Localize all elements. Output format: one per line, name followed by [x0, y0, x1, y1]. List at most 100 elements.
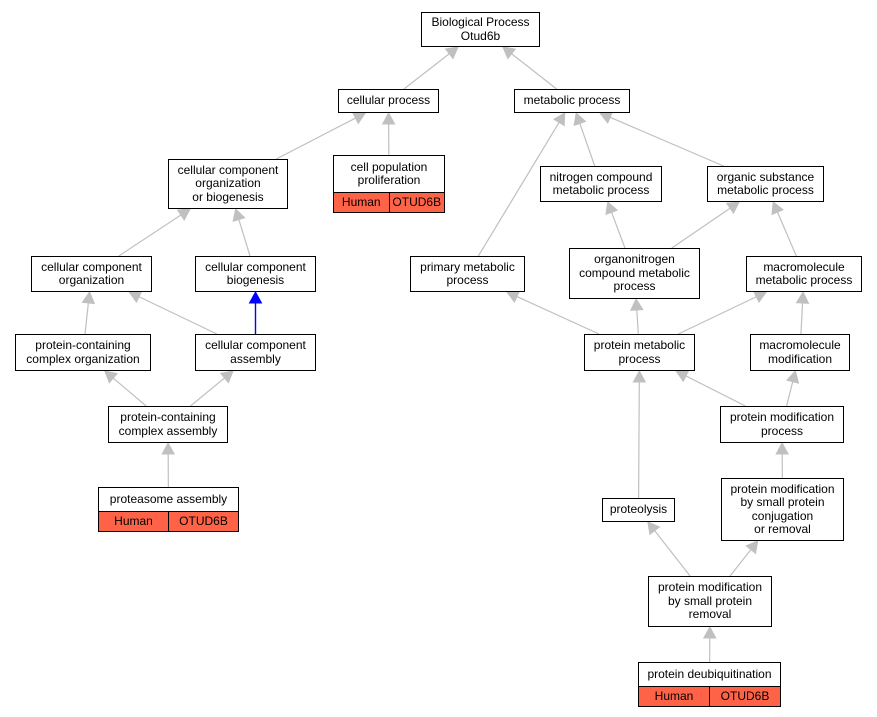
edge-ccob-to-cp — [276, 117, 356, 160]
node-protein-containing-complex-assembly[interactable]: protein-containing complex assembly — [108, 406, 228, 443]
edge-arrowhead-pdub-to-pmspr — [702, 625, 717, 639]
edge-arrowhead-macmp-to-osmp — [771, 201, 785, 216]
node-label: protein metabolic process — [593, 338, 686, 366]
edge-arrowhead-pcca-to-cca — [219, 370, 234, 384]
node-macromolecule-modification[interactable]: macromolecule modification — [750, 334, 850, 371]
node-protein-modification-by-small-protein-removal[interactable]: protein modification by small protein re… — [648, 576, 772, 627]
edge-arrowhead-pmspr-to-pmspcr — [745, 540, 759, 555]
edge-pcco-to-cco — [84, 302, 89, 335]
node-protein-modification-process[interactable]: protein modification process — [720, 406, 844, 443]
edge-arrowhead-prot-to-protmp — [632, 369, 647, 383]
node-protein-containing-complex-organization[interactable]: protein-containing complex organization — [15, 334, 151, 371]
edge-macmp-to-osmp — [776, 211, 797, 257]
edge-protmp-to-macmp — [678, 296, 757, 335]
edge-arrowhead-cca-to-ccb — [248, 290, 263, 304]
annotation-row: Human OTUD6B — [99, 511, 238, 531]
node-label: Biological Process Otud6b — [431, 15, 530, 43]
node-protein-modification-by-small-protein-conjugation-or-removal[interactable]: protein modification by small protein co… — [721, 478, 844, 541]
edge-arrowhead-cpp-to-cp — [381, 111, 396, 125]
edge-arrowhead-cco-to-ccob — [176, 208, 191, 222]
node-organic-substance-metabolic-process[interactable]: organic substance metabolic process — [707, 166, 824, 202]
node-cell-population-proliferation[interactable]: cell population proliferation Human OTUD… — [333, 155, 445, 213]
annotation-row: Human OTUD6B — [334, 192, 444, 212]
edge-pmspr-to-prot — [654, 530, 691, 577]
edge-arrowhead-pmp-to-mp — [552, 112, 566, 127]
node-label: macromolecule metabolic process — [755, 259, 853, 287]
node-label: protein modification by small protein re… — [657, 580, 763, 622]
node-label: protein-containing complex assembly — [118, 410, 218, 438]
node-organonitrogen-compound-metabolic-process[interactable]: organonitrogen compound metabolic proces… — [569, 248, 700, 299]
node-label: protein deubiquitination — [647, 666, 772, 681]
annotation-gene: OTUD6B — [168, 512, 238, 531]
edge-prot-to-protmp — [637, 381, 640, 499]
annotation-species: Human — [639, 687, 709, 706]
edge-protmp-to-pmp — [516, 296, 600, 335]
edge-mp-to-bp — [511, 53, 558, 90]
node-biological-process[interactable]: Biological Process Otud6b — [421, 12, 540, 47]
edge-arrowhead-pcca-to-pcco — [104, 370, 119, 384]
annotation-row: Human OTUD6B — [639, 686, 780, 706]
edge-pcca-to-cca — [190, 377, 225, 407]
edge-arrowhead-oncmp-to-osmp — [725, 201, 741, 215]
edge-macmod-to-macmp — [800, 302, 804, 335]
node-cellular-component-organization-or-biogenesis[interactable]: cellular component organization or bioge… — [168, 159, 288, 209]
node-label: cellular component biogenesis — [205, 259, 306, 287]
annotation-gene: OTUD6B — [388, 193, 444, 212]
edge-arrowhead-mp-to-bp — [502, 46, 517, 60]
node-label: primary metabolic process — [420, 259, 515, 287]
edge-arrowhead-ncmp-to-mp — [573, 112, 587, 127]
edge-arrowhead-pmodp-to-macmod — [785, 369, 800, 384]
edge-ccb-to-ccob — [238, 219, 251, 257]
edge-arrowhead-protmp-to-oncmp — [630, 297, 644, 311]
edge-ncmp-to-mp — [579, 123, 596, 167]
edge-pmspr-to-pmspcr — [729, 549, 752, 577]
node-protein-metabolic-process[interactable]: protein metabolic process — [584, 334, 695, 371]
node-protein-deubiquitination[interactable]: protein deubiquitination Human OTUD6B — [638, 662, 781, 707]
node-cellular-component-assembly[interactable]: cellular component assembly — [195, 334, 316, 371]
edge-arrowhead-cp-to-bp — [444, 46, 459, 60]
node-label: cellular component organization — [41, 259, 142, 287]
edge-arrowhead-pmspr-to-prot — [647, 521, 661, 536]
edge-pmodp-to-protmp — [685, 375, 746, 407]
edge-oncmp-to-osmp — [671, 207, 731, 249]
node-label: cell population proliferation — [350, 159, 428, 187]
node-nitrogen-compound-metabolic-process[interactable]: nitrogen compound metabolic process — [540, 166, 662, 202]
edge-cca-to-cco — [138, 296, 218, 335]
edge-arrowhead-macmod-to-macmp — [795, 290, 810, 304]
node-cellular-component-biogenesis[interactable]: cellular component biogenesis — [195, 256, 316, 292]
node-proteolysis[interactable]: proteolysis — [602, 498, 675, 522]
node-label: organonitrogen compound metabolic proces… — [579, 252, 690, 294]
node-cellular-component-organization[interactable]: cellular component organization — [31, 256, 152, 292]
node-proteasome-assembly[interactable]: proteasome assembly Human OTUD6B — [98, 487, 239, 532]
node-label: cellular component organization or bioge… — [177, 162, 279, 204]
edge-osmp-to-mp — [609, 116, 724, 167]
annotation-species: Human — [99, 512, 168, 531]
edge-pmp-to-mp — [477, 122, 560, 257]
node-label: organic substance metabolic process — [716, 169, 815, 197]
node-label: protein modification process — [729, 410, 835, 438]
edge-arrowhead-ccb-to-ccob — [232, 208, 246, 222]
node-label: nitrogen compound metabolic process — [549, 169, 653, 197]
edge-arrowhead-osmp-to-mp — [599, 111, 614, 124]
edge-pcca-to-pcco — [112, 377, 147, 407]
edge-pmodp-to-macmod — [786, 381, 794, 407]
edge-arrowhead-proa-to-pcca — [161, 441, 176, 455]
node-label: protein-containing complex organization — [26, 338, 140, 366]
annotation-species: Human — [334, 193, 389, 212]
edge-oncmp-to-ncmp — [611, 212, 626, 249]
edge-cco-to-ccob — [118, 214, 182, 257]
edge-cp-to-bp — [403, 53, 450, 90]
edge-protmp-to-oncmp — [636, 309, 639, 335]
edge-arrowhead-pcco-to-cco — [81, 290, 96, 305]
node-label: cellular process — [346, 93, 431, 108]
node-cellular-process[interactable]: cellular process — [338, 89, 439, 113]
annotation-gene: OTUD6B — [709, 687, 780, 706]
node-macromolecule-metabolic-process[interactable]: macromolecule metabolic process — [746, 256, 862, 292]
node-label: cellular component assembly — [205, 338, 306, 366]
node-primary-metabolic-process[interactable]: primary metabolic process — [410, 256, 525, 292]
node-metabolic-process[interactable]: metabolic process — [514, 89, 630, 113]
edge-arrowhead-pmspcr-to-pmodp — [775, 441, 790, 455]
node-label: metabolic process — [523, 93, 621, 108]
edge-arrowhead-oncmp-to-ncmp — [605, 201, 619, 216]
